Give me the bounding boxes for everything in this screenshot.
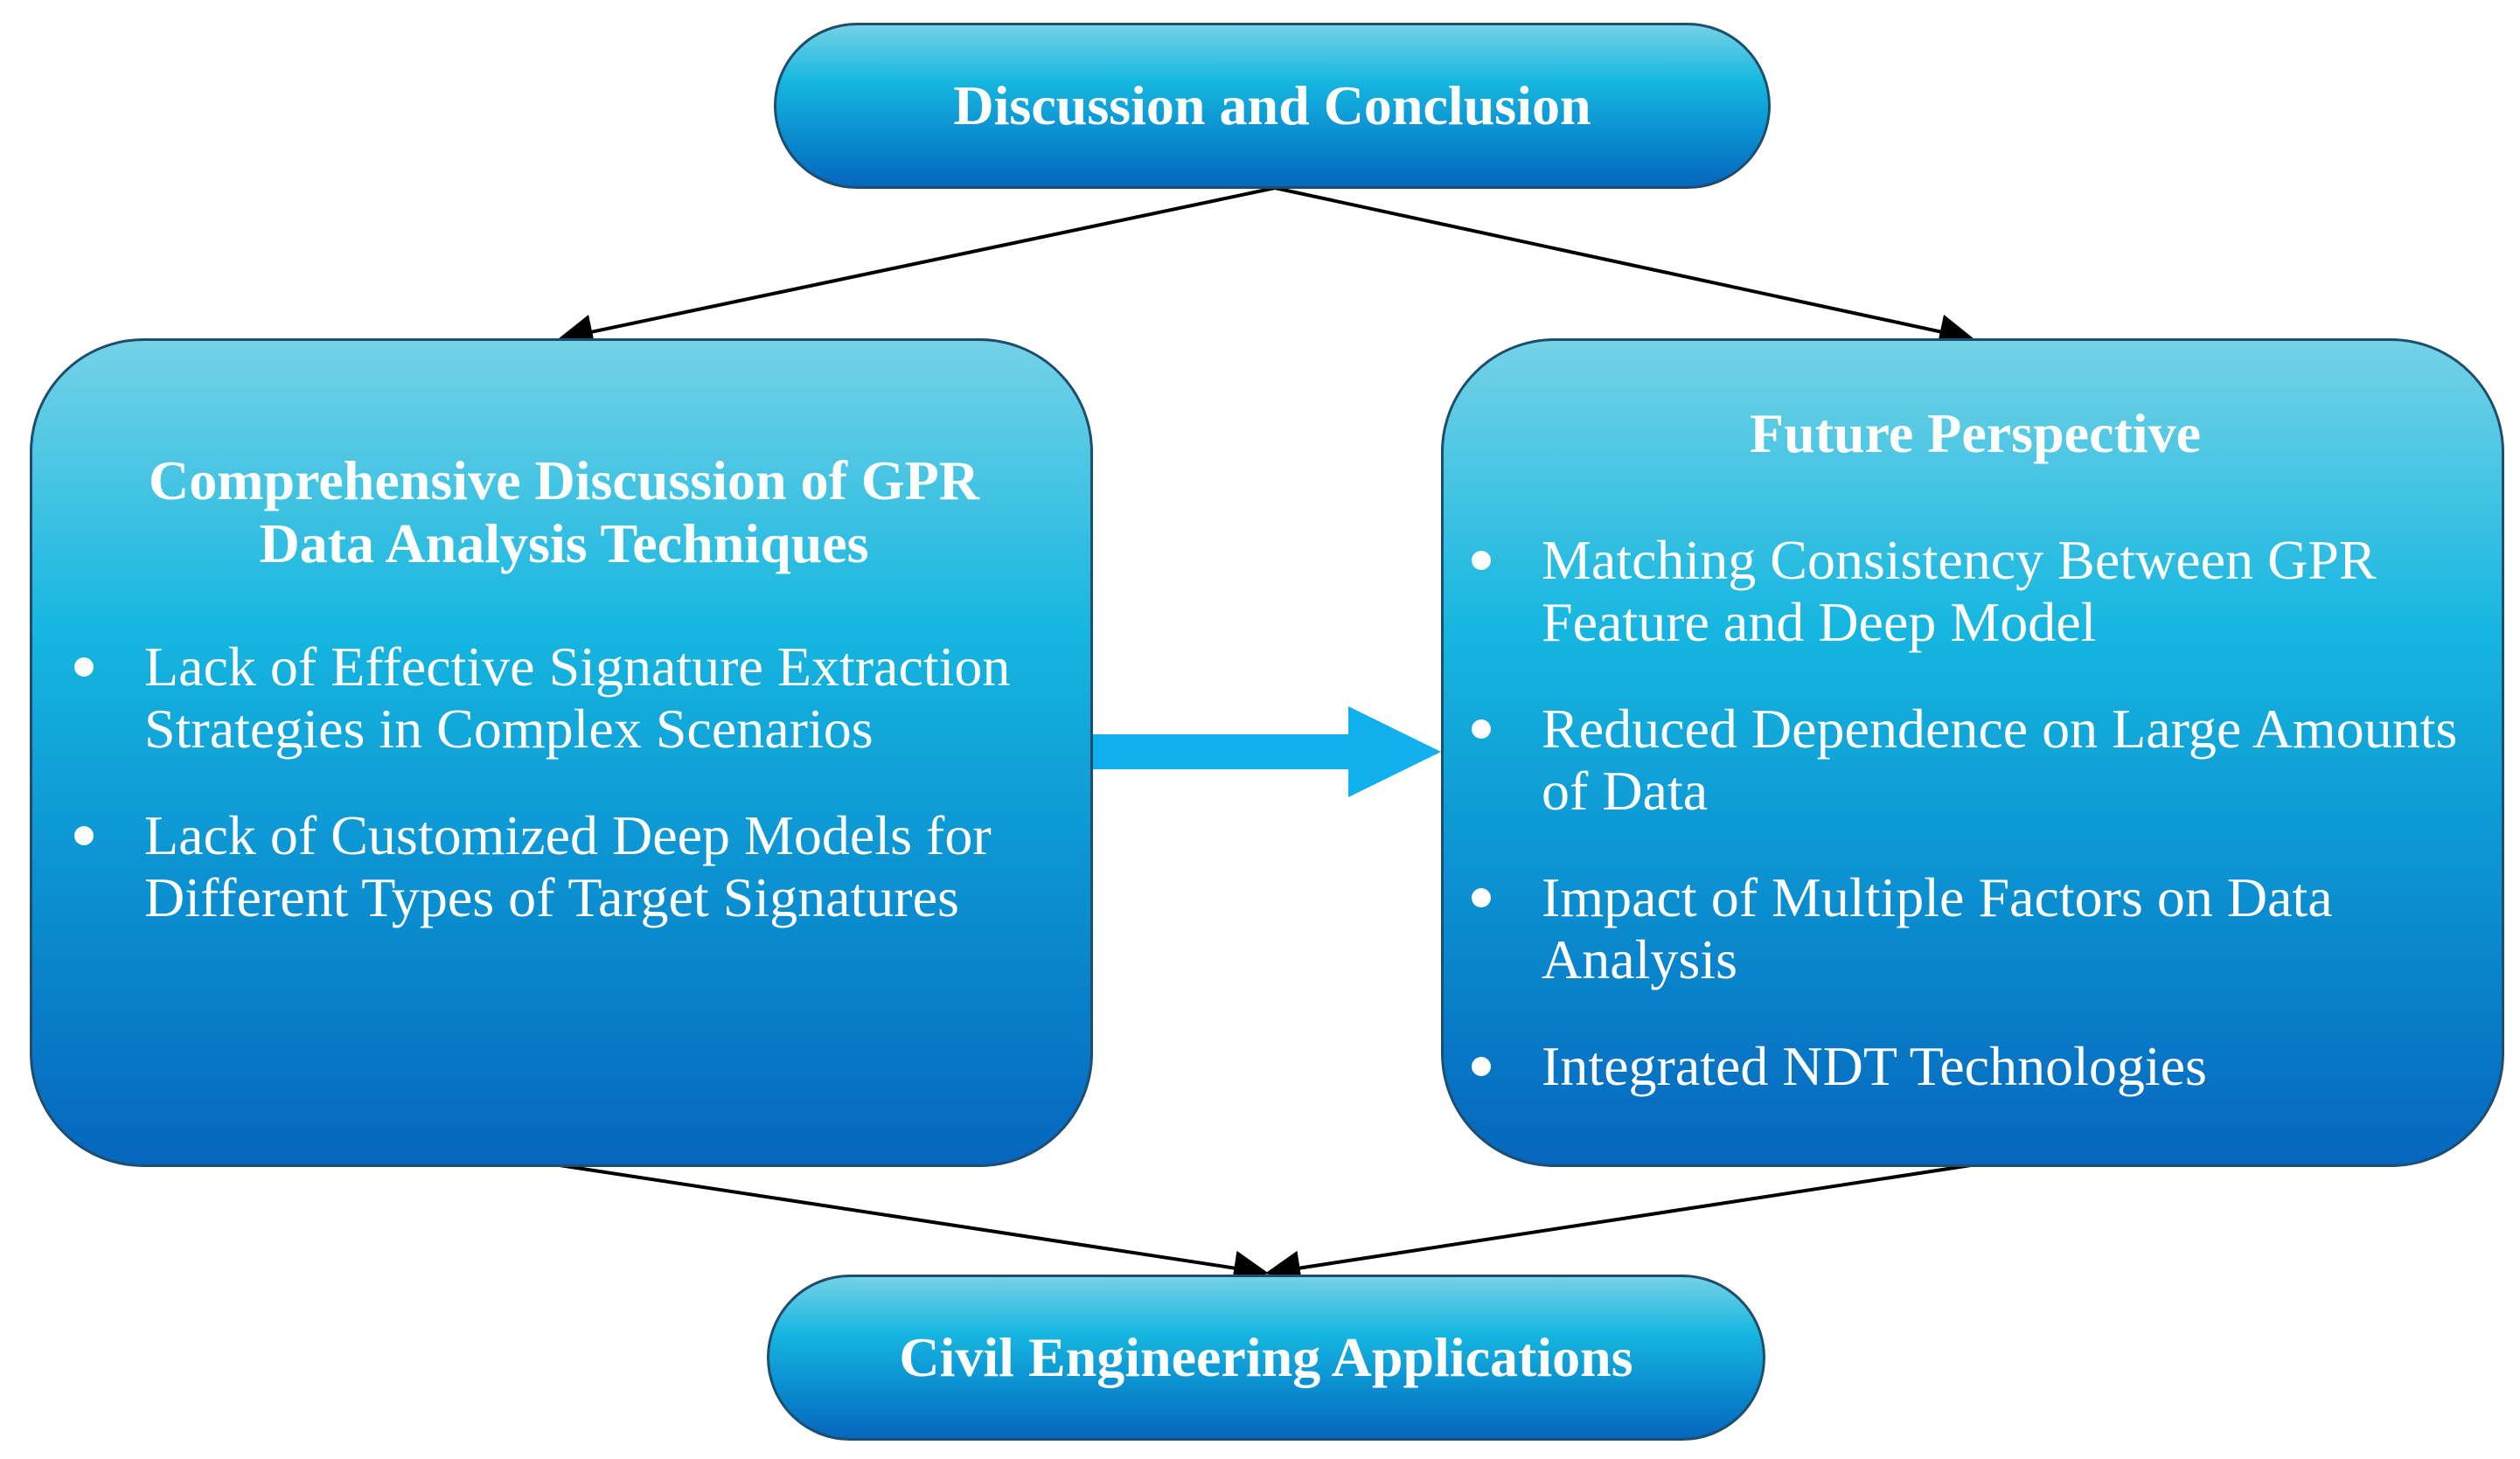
big-right-arrow	[1093, 706, 1441, 797]
arrow-right-to-bottom	[1265, 1164, 1972, 1286]
list-item: Integrated NDT Technologies	[1451, 1035, 2500, 1097]
gpr-analysis-box: Comprehensive Discussion of GPR Data Ana…	[30, 338, 1093, 1167]
future-perspective-title: Future Perspective	[1750, 402, 2201, 464]
bullet-icon	[1472, 888, 1491, 907]
list-item: Reduced Dependence on Large Amounts of D…	[1451, 698, 2500, 822]
gpr-analysis-title: Comprehensive Discussion of GPR Data Ana…	[149, 449, 979, 574]
bullet-icon	[1472, 719, 1491, 739]
list-item: Lack of Customized Deep Models for Diffe…	[53, 804, 1076, 928]
arrow-top-to-right	[1274, 186, 1974, 349]
bullet-icon	[74, 657, 94, 677]
list-item: Matching Consistency Between GPR Feature…	[1451, 529, 2500, 653]
discussion-conclusion-box: Discussion and Conclusion	[774, 23, 1771, 189]
civil-engineering-box: Civil Engineering Applications	[767, 1275, 1765, 1441]
arrow-top-to-left	[558, 186, 1276, 350]
list-item: Lack of Effective Signature Extraction S…	[53, 636, 1076, 760]
list-item: Impact of Multiple Factors on Data Analy…	[1451, 866, 2500, 990]
civil-engineering-title: Civil Engineering Applications	[899, 1326, 1633, 1388]
bullet-icon	[1472, 551, 1491, 570]
gpr-analysis-list: Lack of Effective Signature Extraction S…	[53, 636, 1076, 928]
arrow-left-to-bottom	[559, 1164, 1269, 1286]
discussion-conclusion-title: Discussion and Conclusion	[953, 74, 1591, 136]
bullet-icon	[74, 826, 94, 845]
future-perspective-list: Matching Consistency Between GPR Feature…	[1451, 529, 2500, 1097]
future-perspective-box: Future Perspective Matching Consistency …	[1441, 338, 2504, 1167]
bullet-icon	[1472, 1057, 1491, 1076]
